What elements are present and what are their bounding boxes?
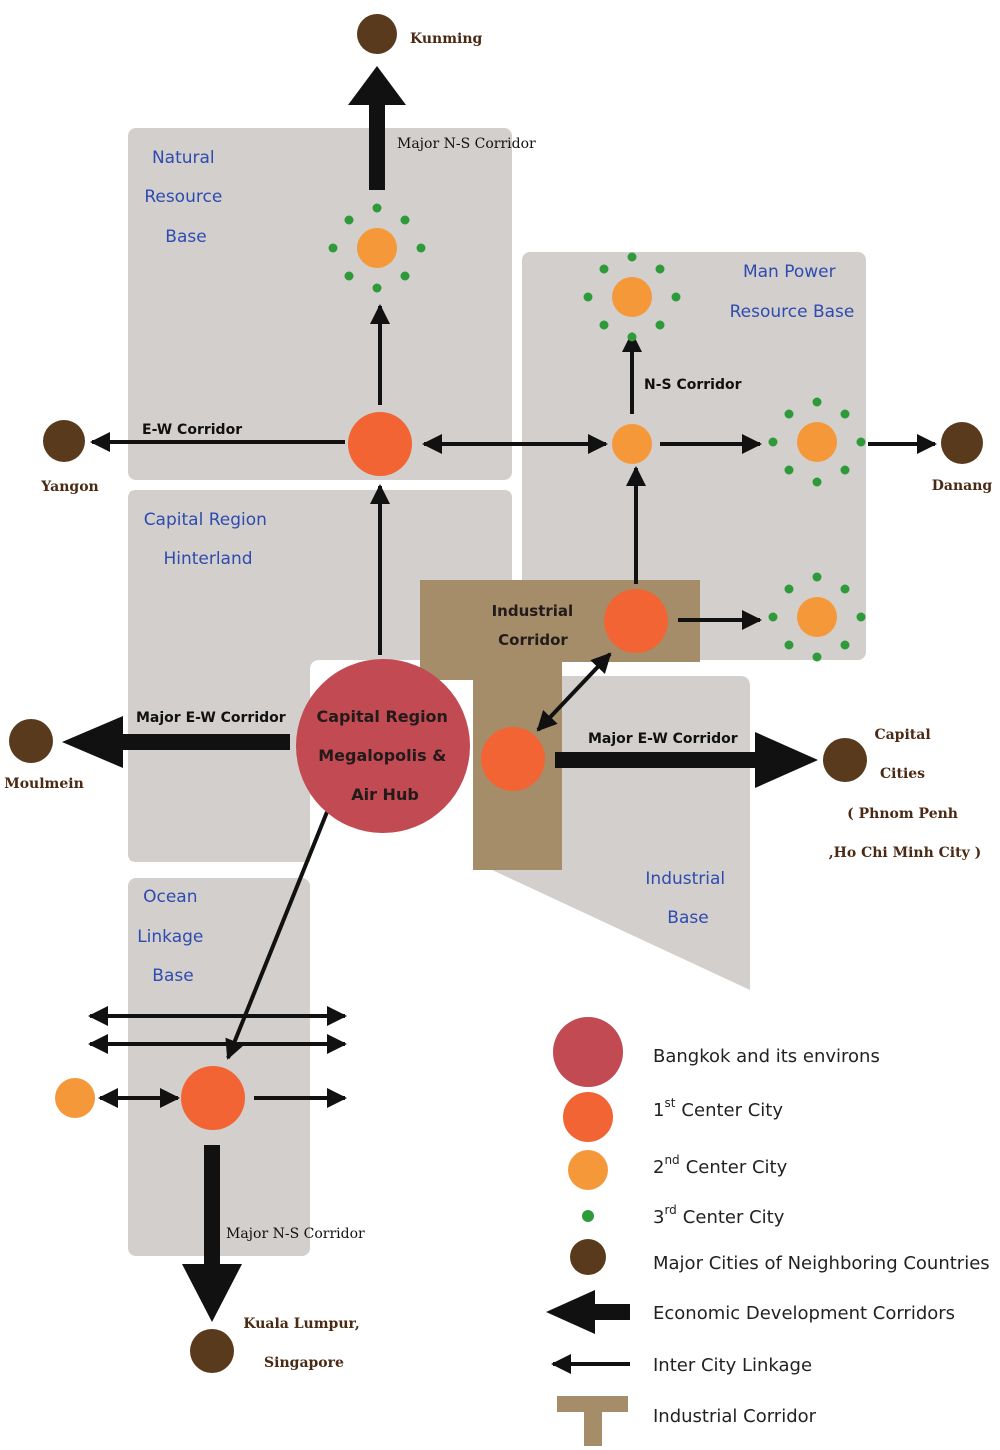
capital-cities-city	[823, 738, 867, 782]
major-corridors	[62, 66, 818, 1322]
legend-industrial-swatch	[557, 1396, 628, 1446]
legend-econ-swatch	[546, 1290, 630, 1334]
kunming-city	[357, 14, 397, 54]
second-center-industrial	[797, 597, 837, 637]
major-ew-east-arrow	[555, 732, 818, 788]
second-center-natural	[357, 228, 397, 268]
kuala-lumpur-city	[190, 1329, 234, 1373]
link-industrial-diagonal	[536, 652, 612, 732]
major-ns-corridor-top-label: Major N-S Corridor	[397, 136, 536, 152]
manpower-label: Man Power Resource Base	[730, 262, 855, 322]
ns-corridor-label: N-S Corridor	[644, 377, 742, 393]
danang-city	[941, 422, 983, 464]
first-center-ocean	[181, 1066, 245, 1130]
natural-resource-region	[128, 128, 512, 480]
legend-industrial-label: Industrial Corridor	[653, 1406, 817, 1427]
legend-intercity-label: Inter City Linkage	[653, 1355, 812, 1376]
capital-cities-label: Capital Cities ( Phnom Penh ,Ho Chi Minh…	[829, 727, 981, 861]
kuala-lumpur-label: Kuala Lumpur, Singapore	[243, 1316, 364, 1371]
moulmein-city	[9, 719, 53, 763]
capital-hinterland-region	[128, 490, 512, 862]
capital-hub-label: Capital Region Megalopolis & Air Hub	[316, 707, 453, 804]
major-ew-west-arrow	[62, 716, 290, 768]
first-center-natural	[348, 412, 412, 476]
ocean-linkage-label: Ocean Linkage Base	[137, 887, 209, 986]
industrial-base-label: Industrial Base	[645, 869, 730, 928]
legend-second-swatch	[568, 1150, 608, 1190]
second-center-ocean	[55, 1078, 95, 1118]
legend-first-swatch	[563, 1092, 613, 1142]
second-center-manpower-top	[612, 277, 652, 317]
major-ew-corridor-left-label: Major E-W Corridor	[136, 710, 286, 726]
legend-third-swatch	[582, 1210, 594, 1222]
industrial-corridor-label: Industrial Corridor	[492, 602, 579, 649]
manpower-region	[522, 252, 866, 660]
yangon-city	[43, 420, 85, 462]
second-center-east	[797, 422, 837, 462]
major-ns-north-arrow	[348, 66, 406, 190]
legend-neighbor-label: Major Cities of Neighboring Countries	[653, 1253, 990, 1274]
danang-label: Danang	[932, 478, 993, 494]
moulmein-label: Moulmein	[4, 776, 84, 792]
major-ns-south-arrow	[182, 1145, 242, 1322]
kunming-label: Kunming	[410, 31, 483, 47]
legend-bangkok-swatch	[553, 1017, 623, 1087]
legend-neighbor-swatch	[570, 1239, 606, 1275]
first-center-industrial	[604, 589, 668, 653]
capital-hinterland-label: Capital Region Hinterland	[144, 510, 273, 569]
major-ew-corridor-right-label: Major E-W Corridor	[588, 731, 738, 747]
capital-hub	[296, 659, 470, 833]
yangon-label: Yangon	[40, 479, 98, 495]
inter-city-linkages	[88, 304, 937, 1108]
natural-resource-label: Natural Resource Base	[144, 148, 227, 247]
first-center-industrial-base	[481, 727, 545, 791]
legend-econ-label: Economic Development Corridors	[653, 1303, 955, 1324]
legend-bangkok-label: Bangkok and its environs	[653, 1046, 880, 1067]
ew-corridor-label: E-W Corridor	[142, 422, 242, 438]
second-center-manpower	[612, 424, 652, 464]
major-ns-corridor-bottom-label: Major N-S Corridor	[226, 1226, 365, 1242]
